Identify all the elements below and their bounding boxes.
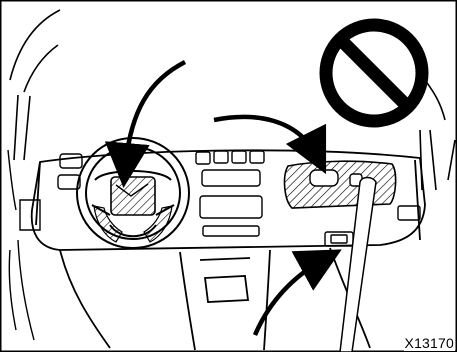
left-side-panel bbox=[8, 150, 40, 340]
driver-airbag-pad bbox=[111, 177, 155, 215]
passenger-airbag-panel bbox=[285, 161, 396, 208]
figure-code: X13170 bbox=[404, 335, 455, 351]
arrow-to-passenger-panel bbox=[214, 117, 318, 158]
prohibition-icon bbox=[326, 25, 422, 121]
